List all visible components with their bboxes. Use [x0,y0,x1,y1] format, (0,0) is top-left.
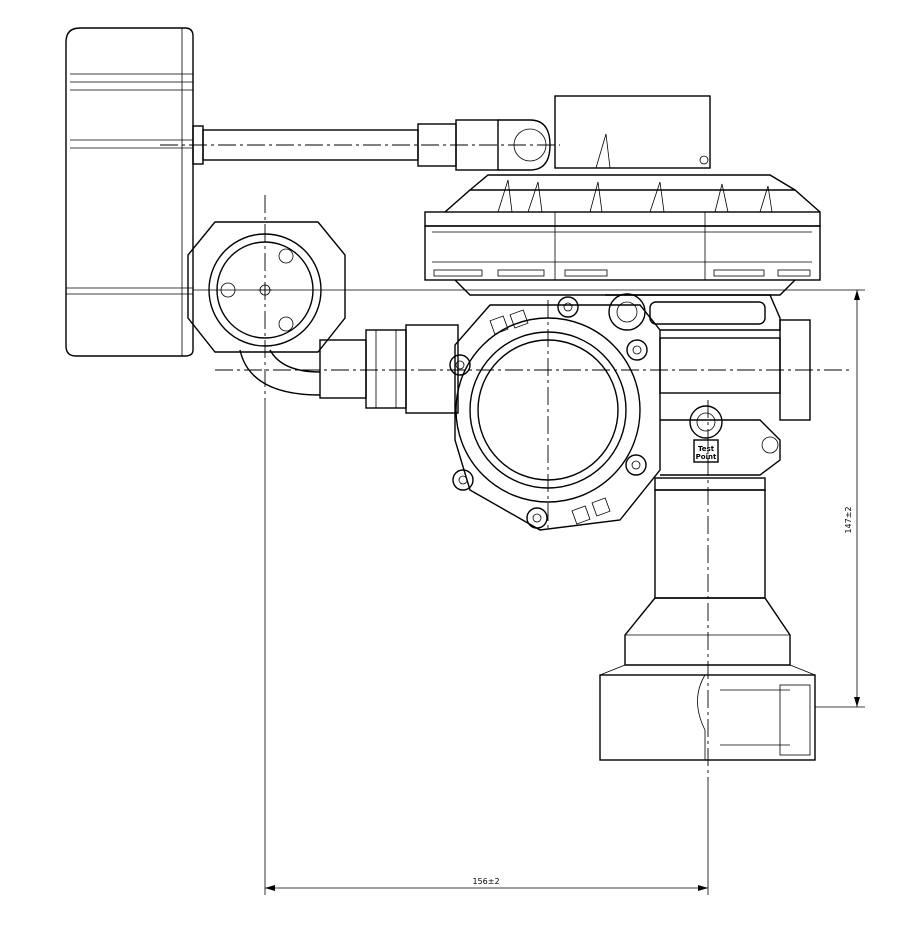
actuator-head [424,95,821,296]
test-point-label-line2: Point [696,453,717,461]
dimension-156-label: 156±2 [472,877,499,886]
valve-housing [449,296,661,531]
dimension-vertical: 147±2 [193,289,865,708]
center-lines [160,144,850,780]
test-point-label-line1: Test [698,445,715,453]
side-port-body [187,221,346,353]
elbow-fitting [239,324,459,414]
dimension-147-label: 147±2 [844,506,853,533]
remote-enclosure [65,27,194,357]
outlet-fitting [599,477,816,761]
dimension-horizontal: 156±2 [264,400,709,895]
